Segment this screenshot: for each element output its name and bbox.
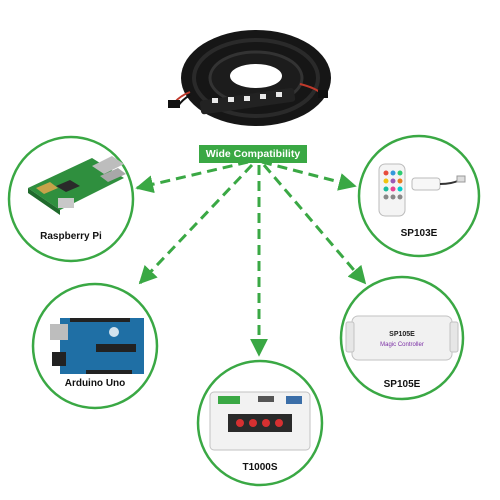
raspberry-pi-label: Raspberry Pi [40, 231, 102, 242]
t1000s-label: T1000S [242, 462, 278, 473]
sp103e-controller-image [411, 175, 466, 191]
led-strip-reel-image [168, 30, 331, 126]
raspberry-pi-board-image [28, 156, 126, 215]
t1000s-box-image [209, 391, 311, 451]
arrow-to-raspberry-pi [135, 160, 249, 194]
arrow-to-sp103e [261, 160, 357, 191]
sp103e-remote-image [378, 163, 406, 217]
sp103e-label: SP103E [400, 228, 438, 239]
arrow-to-sp105e [262, 164, 367, 285]
sp105e-label: SP105E [383, 379, 421, 390]
arduino-uno-board-image [50, 318, 144, 374]
sp105e-box-image: SP105E Magic Controller [345, 315, 459, 361]
sp105e-brand-text: Magic Controller [380, 342, 424, 348]
arrow-to-arduino-uno [138, 163, 254, 285]
sp105e-device-text: SP105E [389, 331, 415, 338]
wide-compatibility-banner: Wide Compatibility [199, 145, 307, 163]
arduino-uno-label: Arduino Uno [64, 378, 126, 389]
